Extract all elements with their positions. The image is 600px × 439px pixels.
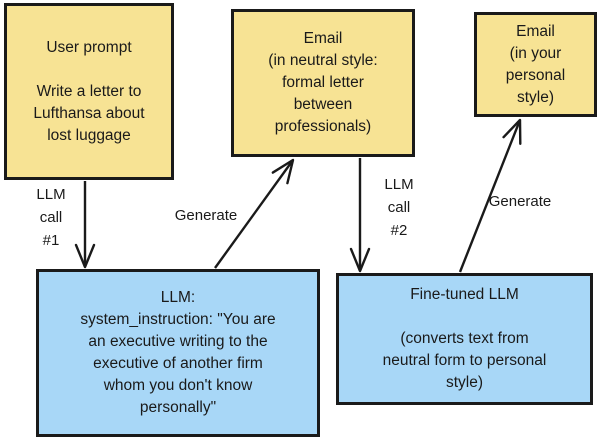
label-generate-2: Generate (488, 193, 552, 210)
node-email-personal-style: Email (in your personal style) (474, 12, 597, 117)
label-llm-call-2: LLM call #2 (384, 176, 414, 239)
arrow-generate-1 (214, 158, 295, 269)
node-llm-system-instruction: LLM: system_instruction: "You are an exe… (36, 269, 320, 437)
node-fine-tuned-llm: Fine-tuned LLM (converts text from neutr… (336, 273, 593, 405)
label-llm-call-1: LLM call #1 (36, 186, 66, 249)
label-generate-1: Generate (174, 207, 238, 224)
node-user-prompt: User prompt Write a letter to Lufthansa … (4, 3, 174, 180)
node-email-neutral-style: Email (in neutral style: formal letter b… (231, 9, 415, 157)
arrow-generate-2 (458, 118, 522, 273)
